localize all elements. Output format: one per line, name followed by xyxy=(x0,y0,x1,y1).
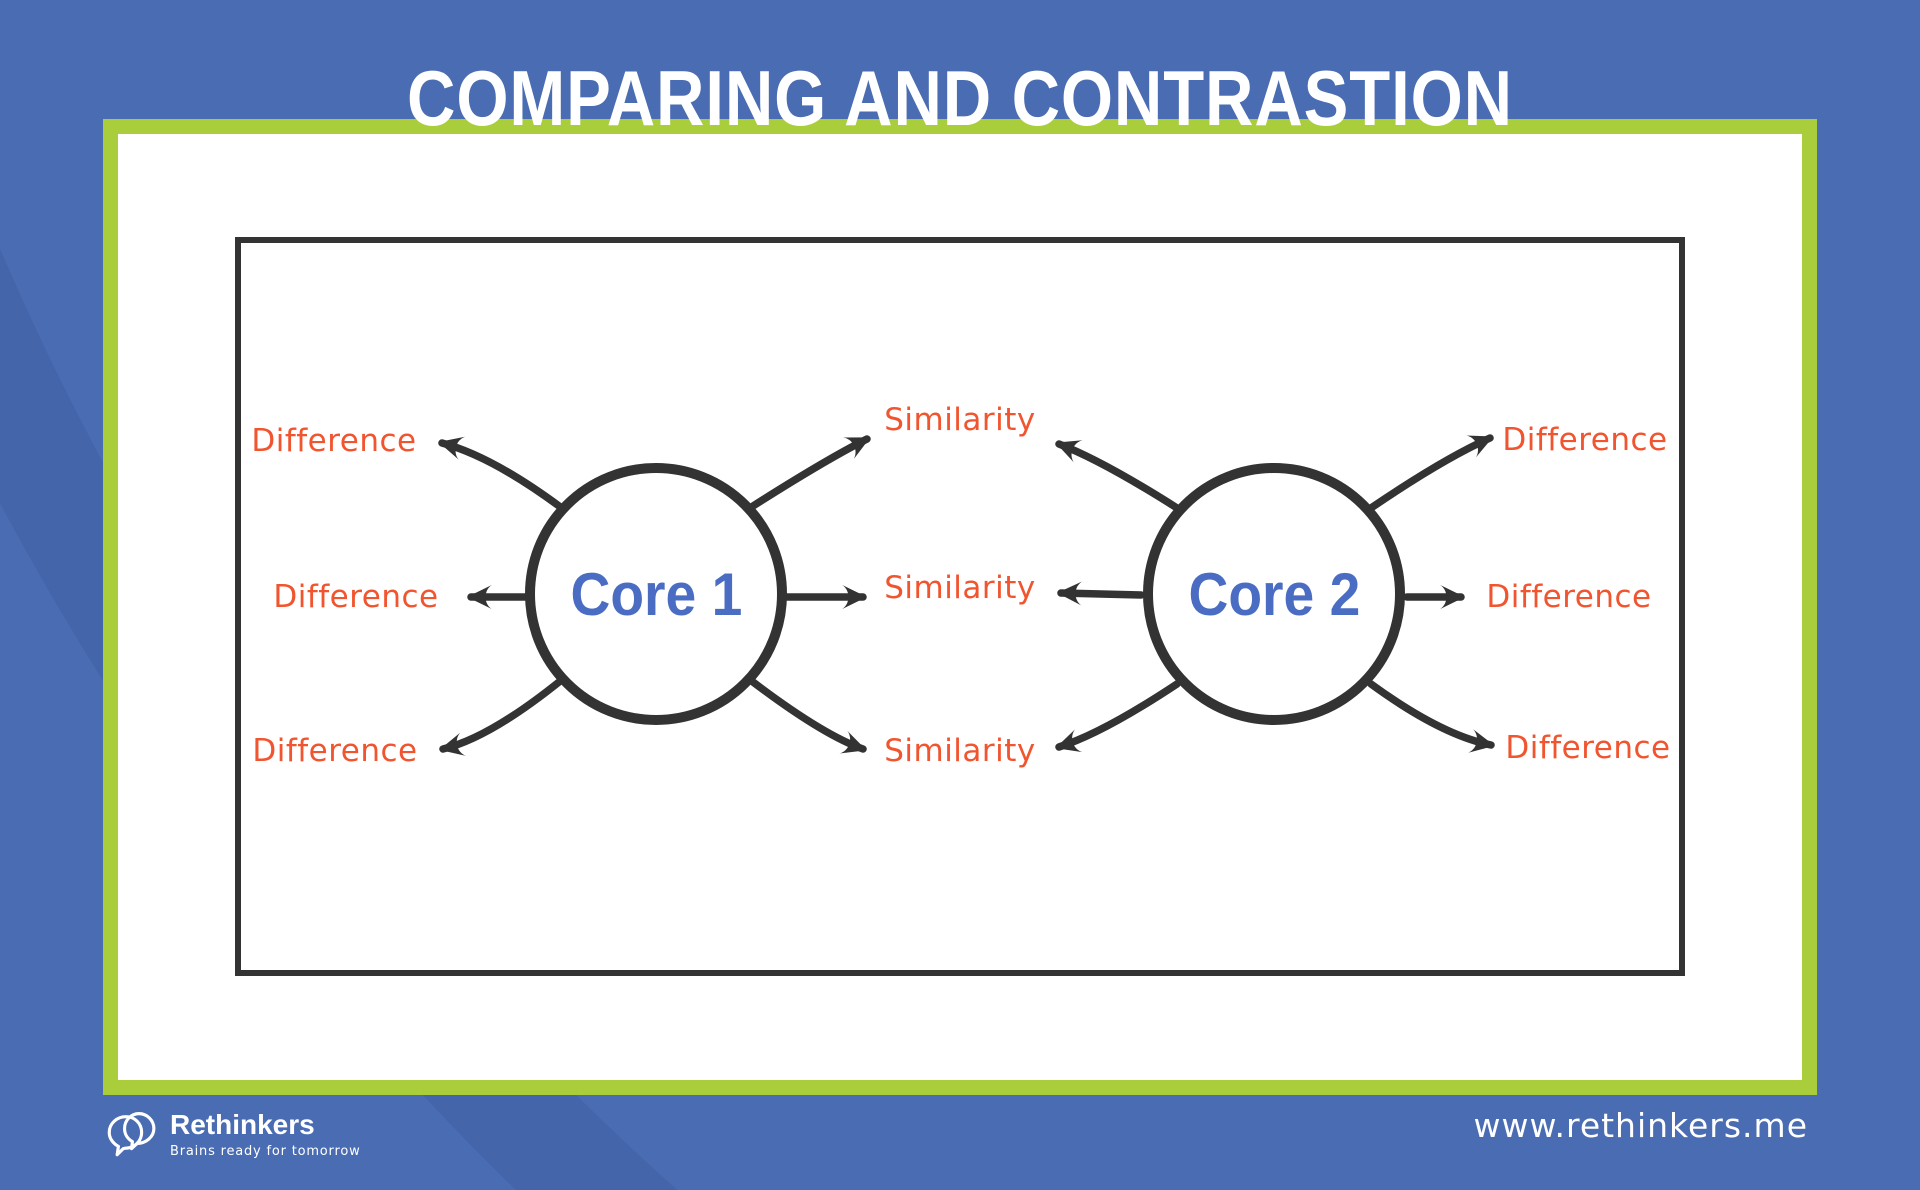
arrow-core2-to-similarity-top xyxy=(1055,440,1181,512)
brand-text-block: Rethinkers Brains ready for tomorrow xyxy=(170,1106,361,1159)
diagram-frame: Core 1 Core 2 Difference Difference Diff… xyxy=(235,237,1685,976)
arrow-core1-to-difference-bottom-left xyxy=(439,678,563,756)
difference-label-left-mid: Difference xyxy=(273,579,439,615)
brand-tagline: Brains ready for tomorrow xyxy=(170,1143,361,1159)
page-title: COMPARING AND CONTRASTION xyxy=(0,54,1920,143)
similarity-label-bottom: Similarity xyxy=(884,733,1036,769)
core1-circle: Core 1 xyxy=(525,463,787,725)
arrow-core2-to-similarity-mid xyxy=(1057,581,1145,606)
website-url: www.rethinkers.me xyxy=(1473,1106,1808,1145)
difference-label-left-top: Difference xyxy=(251,423,417,459)
difference-label-right-top: Difference xyxy=(1502,422,1668,458)
page-title-text: COMPARING AND CONTRASTION xyxy=(407,54,1513,143)
similarity-label-mid: Similarity xyxy=(884,570,1036,606)
core2-circle: Core 2 xyxy=(1143,463,1405,725)
difference-label-right-bottom: Difference xyxy=(1505,730,1671,766)
arrow-core2-to-similarity-bottom xyxy=(1055,680,1181,753)
difference-label-right-mid: Difference xyxy=(1486,579,1652,615)
worksheet-card: Core 1 Core 2 Difference Difference Diff… xyxy=(103,119,1817,1095)
brand-lockup: Rethinkers Brains ready for tomorrow xyxy=(104,1106,361,1159)
difference-label-left-bottom: Difference xyxy=(252,733,418,769)
core2-label: Core 2 xyxy=(1188,560,1360,628)
arrow-core1-to-similarity-top xyxy=(749,435,871,510)
arrow-core1-to-similarity-bottom xyxy=(749,678,867,754)
similarity-label-top: Similarity xyxy=(884,402,1036,438)
arrow-core1-to-difference-top-left xyxy=(438,436,563,510)
brand-name: Rethinkers xyxy=(170,1109,315,1140)
diagram-arrows xyxy=(438,434,1495,756)
arrow-core2-to-difference-bottom-right xyxy=(1367,680,1495,753)
brand-logo-icon xyxy=(107,1112,156,1157)
arrow-core2-to-difference-top-right xyxy=(1367,434,1494,512)
core1-label: Core 1 xyxy=(570,560,742,628)
